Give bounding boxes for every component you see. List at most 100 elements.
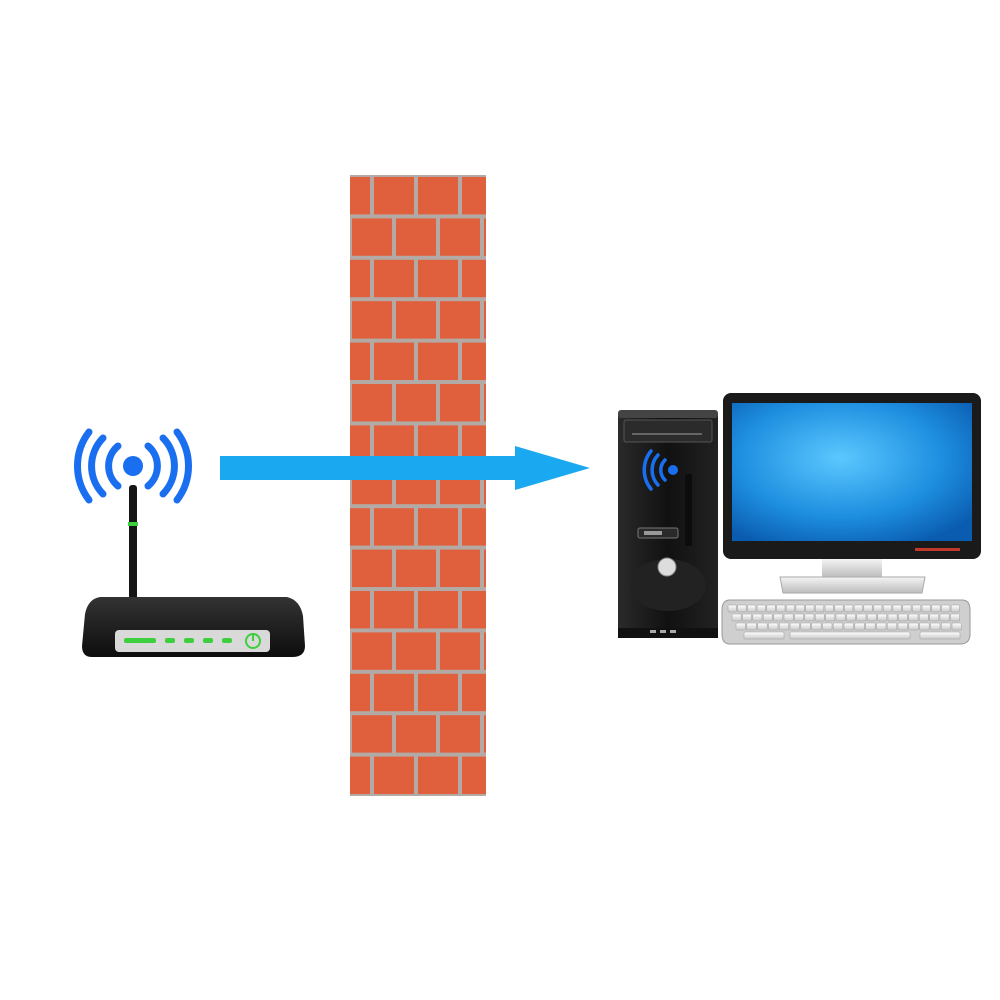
monitor-logo-strip [915, 548, 960, 551]
brick [374, 177, 414, 214]
keyboard-key [919, 614, 928, 621]
keyboard-key [951, 605, 960, 612]
keyboard-key [801, 623, 811, 630]
keyboard-key [930, 623, 940, 630]
keyboard-key [815, 605, 824, 612]
keyboard-key [790, 632, 910, 639]
monitor-screen [732, 403, 972, 541]
keyboard-key [844, 623, 854, 630]
brick [440, 632, 480, 669]
router-led-bar [124, 638, 156, 643]
keyboard-key [878, 614, 887, 621]
brick [440, 550, 480, 587]
brick [352, 632, 392, 669]
keyboard-key [866, 623, 876, 630]
keyboard-icon [722, 600, 970, 644]
optical-drive [624, 420, 712, 442]
brick [374, 343, 414, 380]
brick [396, 632, 436, 669]
brick [484, 550, 524, 587]
tower-base [618, 628, 718, 638]
brick [330, 757, 370, 794]
brick [484, 384, 524, 421]
keyboard-key [777, 605, 786, 612]
usb-port [644, 531, 662, 535]
brick [330, 177, 370, 214]
antenna-ring [128, 522, 138, 526]
tower-top-edge [618, 410, 718, 418]
brick [374, 508, 414, 545]
brick [396, 798, 436, 835]
brick [352, 384, 392, 421]
brick [396, 550, 436, 587]
keyboard-key [736, 623, 746, 630]
keyboard-key [826, 614, 835, 621]
keyboard-key [898, 623, 908, 630]
keyboard-key [932, 605, 941, 612]
brick [484, 632, 524, 669]
brick [352, 798, 392, 835]
brick [396, 301, 436, 338]
arrow-head [515, 446, 590, 490]
keyboard-key [883, 605, 892, 612]
brick [352, 715, 392, 752]
keyboard-key [774, 614, 783, 621]
keyboard-key [930, 614, 939, 621]
brick [462, 343, 502, 380]
brick [330, 591, 370, 628]
brick [330, 508, 370, 545]
brick [418, 757, 458, 794]
brick [374, 591, 414, 628]
keyboard-key [857, 614, 866, 621]
keyboard-key [874, 605, 883, 612]
keyboard-key [893, 605, 902, 612]
keyboard-key [768, 623, 778, 630]
keyboard-key [784, 614, 793, 621]
brick [396, 218, 436, 255]
power-button[interactable] [658, 558, 676, 576]
monitor-neck [822, 559, 882, 577]
keyboard-key [805, 614, 814, 621]
signal-wave-outer-right [177, 432, 189, 500]
brick [440, 715, 480, 752]
keyboard-key [846, 614, 855, 621]
keyboard-key [747, 605, 756, 612]
keyboard-key [920, 632, 960, 639]
router-led-2 [184, 638, 194, 643]
brick [418, 508, 458, 545]
brick [440, 301, 480, 338]
brick [374, 260, 414, 297]
arrow-shaft [220, 456, 520, 480]
brick [462, 177, 502, 214]
keyboard-key [786, 605, 795, 612]
brick [418, 674, 458, 711]
signal-wave-mid-right [163, 438, 174, 494]
keyboard-key [825, 605, 834, 612]
brick [352, 550, 392, 587]
keyboard-key [794, 614, 803, 621]
keyboard-key [738, 605, 747, 612]
router-led-4 [222, 638, 232, 643]
front-port-2 [660, 630, 666, 633]
keyboard-key [920, 623, 930, 630]
keyboard-key [940, 614, 949, 621]
keyboard-key [732, 614, 741, 621]
signal-source-dot [123, 456, 143, 476]
keyboard-key [763, 614, 772, 621]
brick [462, 591, 502, 628]
keyboard-key [728, 605, 737, 612]
signal-wave-inner-right [148, 446, 157, 486]
brick [396, 715, 436, 752]
brick [484, 798, 524, 835]
keyboard-key [767, 605, 776, 612]
keyboard-key [941, 623, 951, 630]
keyboard-key [844, 605, 853, 612]
keyboard-key [806, 605, 815, 612]
signal-wave-mid-left [92, 438, 103, 494]
keyboard-key [854, 605, 863, 612]
keyboard-key [864, 605, 873, 612]
signal-source-dot [668, 465, 678, 475]
drive-slot [632, 433, 702, 435]
signal-wave-outer-left [77, 432, 89, 500]
brick [484, 715, 524, 752]
